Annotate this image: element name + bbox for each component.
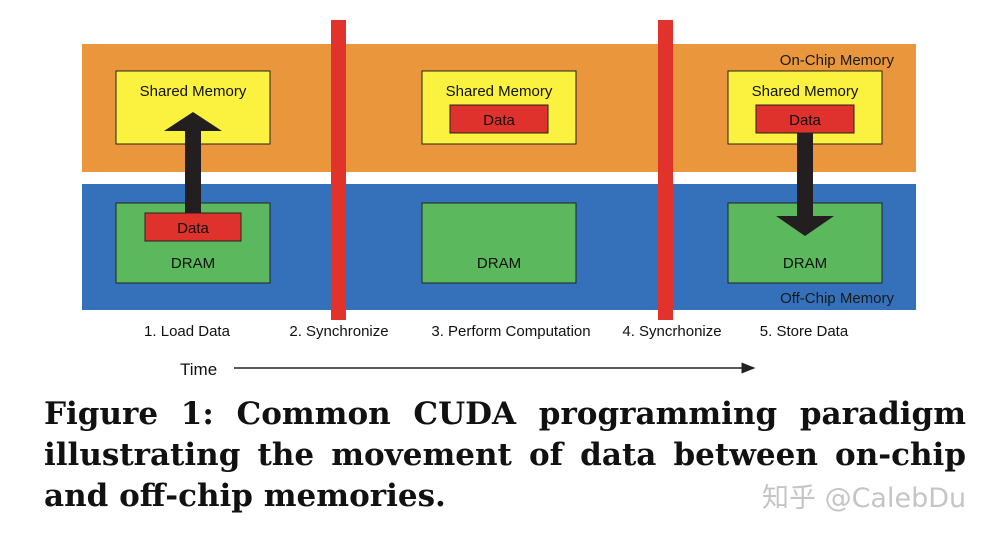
shared-memory-label: Shared Memory — [752, 83, 859, 100]
store-arrow-shaft — [797, 125, 813, 221]
data-label: Data — [483, 112, 515, 129]
data-label: Data — [789, 112, 821, 129]
dram-label: DRAM — [783, 255, 827, 272]
time-label: Time — [180, 360, 217, 379]
on-chip-memory-label: On-Chip Memory — [780, 52, 895, 69]
dram-label: DRAM — [477, 255, 521, 272]
off-chip-memory-label: Off-Chip Memory — [780, 290, 894, 307]
cuda-memory-diagram: On-Chip Memory Off-Chip Memory Shared Me… — [82, 20, 916, 379]
dram-label: DRAM — [171, 255, 215, 272]
data-block — [755, 104, 855, 134]
data-block — [449, 104, 549, 134]
step-label: 5. Store Data — [760, 323, 849, 340]
data-label: Data — [177, 220, 209, 237]
load-arrow-shaft — [185, 128, 201, 213]
shared-memory-label: Shared Memory — [446, 83, 553, 100]
step-label: 4. Syncrhonize — [622, 323, 721, 340]
sync-bar — [331, 20, 346, 320]
step-label: 1. Load Data — [144, 323, 231, 340]
figure-caption: Figure 1: Common CUDA programming paradi… — [44, 396, 966, 514]
sync-bar — [658, 20, 673, 320]
load-arrow-head — [164, 112, 222, 131]
store-arrow-head — [776, 216, 834, 236]
step-label: 3. Perform Computation — [431, 323, 590, 340]
dram-box — [421, 202, 577, 284]
watermark: 知乎 @CalebDu — [762, 483, 967, 514]
data-block — [144, 212, 242, 242]
shared-memory-label: Shared Memory — [140, 83, 247, 100]
step-label: 2. Synchronize — [289, 323, 388, 340]
